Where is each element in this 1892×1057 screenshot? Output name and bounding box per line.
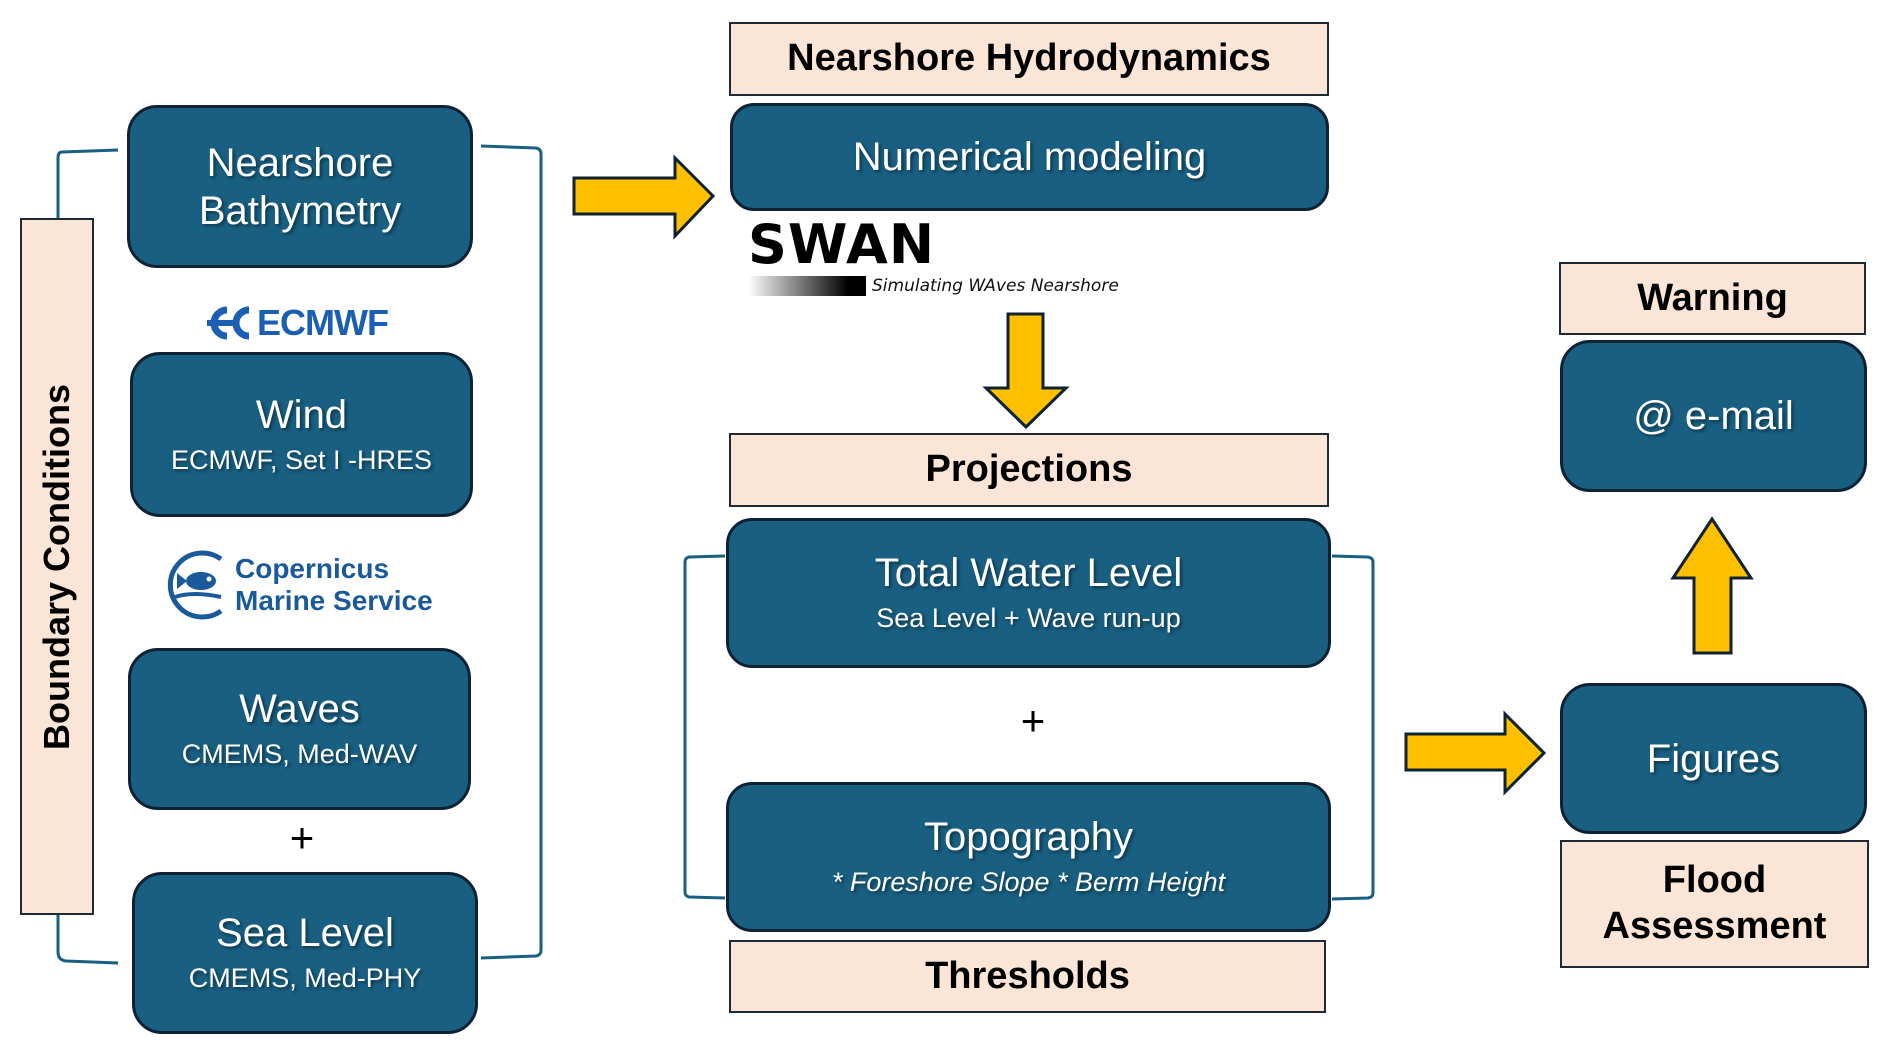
copernicus-logo: Copernicus Marine Service — [163, 549, 433, 621]
total-water-level-node: Total Water Level Sea Level + Wave run-u… — [726, 518, 1331, 668]
arrow-down-to-projections — [982, 312, 1070, 430]
flood-assessment-line1: Flood — [1662, 859, 1767, 902]
figures-node: Figures — [1560, 683, 1867, 834]
swan-logo: SWAN Simulating WAves Nearshore — [748, 213, 1148, 296]
figures-title: Figures — [1646, 736, 1781, 781]
topography-title: Topography — [923, 815, 1134, 860]
thresholds-label: Thresholds — [729, 940, 1326, 1013]
projections-text: Projections — [925, 448, 1133, 491]
total-water-level-title: Total Water Level — [874, 551, 1183, 596]
ecmwf-logo: ECMWF — [205, 302, 389, 344]
ecmwf-logo-text: ECMWF — [257, 302, 389, 343]
arrow-right-to-figures — [1404, 710, 1547, 796]
bathymetry-node: Nearshore Bathymetry — [127, 105, 473, 268]
email-title: @ e-mail — [1633, 394, 1794, 438]
numerical-modeling-node: Numerical modeling — [730, 103, 1329, 211]
warning-text: Warning — [1637, 276, 1788, 319]
swan-logo-name: SWAN — [748, 213, 936, 276]
arrow-right-to-modeling — [572, 154, 716, 240]
warning-label: Warning — [1559, 262, 1866, 335]
thresholds-text: Thresholds — [925, 954, 1130, 997]
projections-label: Projections — [729, 433, 1329, 507]
sea-level-title: Sea Level — [216, 911, 394, 956]
projections-bracket-left — [683, 554, 726, 900]
boundary-conditions-text: Boundary Conditions — [36, 383, 78, 750]
swan-tagline: Simulating WAves Nearshore — [872, 276, 1119, 296]
topography-node: Topography * Foreshore Slope * Berm Heig… — [726, 782, 1331, 932]
wind-node: Wind ECMWF, Set I -HRES — [130, 352, 473, 517]
copernicus-logo-line1: Copernicus — [235, 552, 390, 584]
projections-bracket-right — [1331, 554, 1375, 901]
sea-level-subtitle: CMEMS, Med-PHY — [188, 963, 422, 994]
wind-subtitle: ECMWF, Set I -HRES — [170, 444, 433, 475]
copernicus-logo-line2: Marine Service — [235, 585, 433, 616]
bathymetry-title: Nearshore Bathymetry — [198, 140, 402, 233]
wind-title: Wind — [255, 392, 348, 437]
plus-sign-center: + — [1020, 697, 1046, 744]
boundary-conditions-label: Boundary Conditions — [20, 218, 94, 915]
copernicus-fish-icon — [167, 550, 223, 620]
swan-gradient-bar — [748, 276, 866, 296]
email-node: @ e-mail — [1560, 340, 1867, 492]
nearshore-hydrodynamics-label: Nearshore Hydrodynamics — [729, 22, 1329, 96]
waves-node: Waves CMEMS, Med-WAV — [128, 648, 471, 810]
flood-assessment-line2: Assessment — [1602, 905, 1827, 947]
numerical-modeling-title: Numerical modeling — [852, 135, 1207, 179]
plus-sign-left: + — [289, 814, 315, 861]
flood-assessment-label: Flood Assessment — [1560, 840, 1869, 968]
ecmwf-emblem-icon — [207, 306, 250, 340]
total-water-level-subtitle: Sea Level + Wave run-up — [876, 603, 1181, 634]
arrow-up-to-email — [1670, 516, 1754, 655]
right-bracket — [480, 144, 543, 960]
topography-subtitle: * Foreshore Slope * Berm Height — [831, 867, 1226, 898]
waves-title: Waves — [239, 687, 360, 732]
sea-level-node: Sea Level CMEMS, Med-PHY — [132, 872, 478, 1034]
waves-subtitle: CMEMS, Med-WAV — [181, 739, 418, 770]
nearshore-hydrodynamics-text: Nearshore Hydrodynamics — [787, 37, 1271, 80]
